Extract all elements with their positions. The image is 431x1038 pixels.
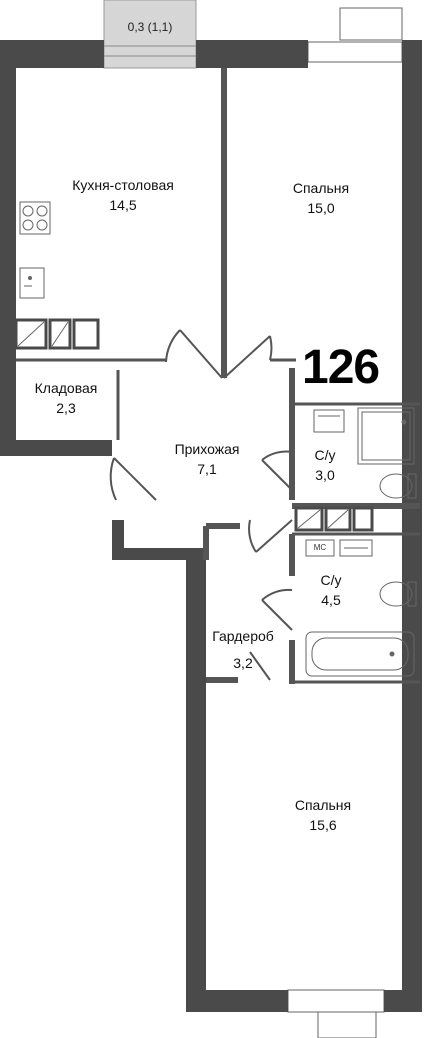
room-bathroom-1: С/у 3,0 bbox=[315, 447, 336, 484]
walls bbox=[0, 40, 422, 1012]
window-bottom bbox=[287, 989, 385, 1038]
room-area: 15,6 bbox=[309, 817, 337, 833]
room-name: Прихожая bbox=[174, 441, 240, 457]
washing-machine-icon bbox=[305, 539, 335, 557]
balcony-label: 0,3 (1,1) bbox=[127, 20, 173, 34]
window-balcony bbox=[104, 45, 196, 57]
washbasin-icon-2 bbox=[339, 539, 373, 557]
bathtub-icon bbox=[305, 631, 415, 677]
room-area: 15,0 bbox=[307, 200, 335, 216]
room-name: С/у bbox=[320, 572, 342, 588]
room-area: 7,1 bbox=[197, 461, 217, 477]
room-area: 3,0 bbox=[315, 467, 335, 483]
room-kitchen: Кухня-столовая 14,5 bbox=[72, 177, 174, 214]
room-area: 14,5 bbox=[109, 197, 137, 213]
balcony bbox=[103, 0, 197, 69]
room-area: 2,3 bbox=[56, 400, 76, 416]
room-area: 3,2 bbox=[233, 655, 253, 671]
room-hall: Прихожая 7,1 bbox=[175, 441, 240, 478]
room-bedroom-1: Спальня 15,0 bbox=[293, 180, 349, 217]
room-bathroom-2: С/у 4,5 bbox=[321, 572, 342, 609]
doors bbox=[109, 329, 293, 681]
partitions bbox=[16, 68, 420, 684]
room-name: Кладовая bbox=[34, 380, 98, 396]
toilet-icon-2 bbox=[379, 581, 417, 607]
room-name: Гардероб bbox=[212, 628, 274, 644]
unit-number: 126 bbox=[302, 341, 380, 394]
room-storage: Кладовая 2,3 bbox=[35, 380, 98, 417]
vent-shaft-diag bbox=[17, 321, 349, 529]
toilet-icon bbox=[379, 473, 417, 499]
room-name: С/у bbox=[314, 447, 336, 463]
washbasin-icon bbox=[313, 409, 345, 433]
room-name: Спальня bbox=[292, 180, 350, 196]
sink-icon bbox=[19, 267, 45, 299]
room-wardrobe: Гардероб 3,2 bbox=[212, 628, 274, 672]
stove-icon bbox=[19, 201, 51, 235]
room-name: Кухня-столовая bbox=[72, 177, 174, 193]
window-top bbox=[307, 7, 403, 63]
shower-icon bbox=[357, 407, 415, 465]
vent-shaft bbox=[14, 318, 374, 532]
room-bedroom-2: Спальня 15,6 bbox=[295, 797, 351, 834]
room-name: Спальня bbox=[294, 797, 352, 813]
wc-label: МС bbox=[313, 543, 327, 552]
room-area: 4,5 bbox=[321, 592, 341, 608]
